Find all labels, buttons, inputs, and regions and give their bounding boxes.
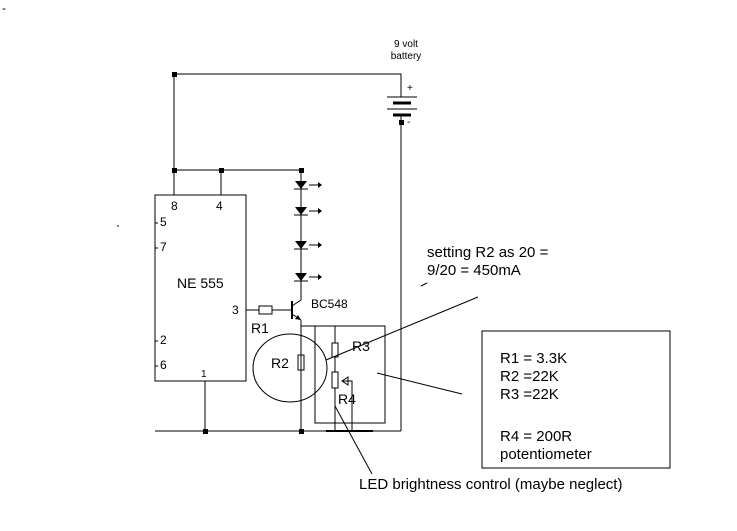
- battery-label-line1: 9 volt: [394, 39, 418, 50]
- pin-4-label: 4: [216, 199, 223, 213]
- pin-1-label: 1: [201, 369, 207, 380]
- battery-plus-label: +: [407, 83, 413, 94]
- chip-name: NE 555: [177, 275, 224, 291]
- junction-dots: [172, 72, 404, 434]
- unconnected-pin-ticks: [117, 222, 158, 367]
- value-r4-desc: potentiometer: [500, 446, 592, 463]
- brightness-note: LED brightness control (maybe neglect): [359, 476, 622, 493]
- value-r1: R1 = 3.3K: [500, 350, 567, 367]
- setting-note-line2: 9/20 = 450mA: [427, 262, 521, 279]
- pin-7-label: 7: [160, 240, 167, 254]
- potentiometer-wiper-arrow: [341, 376, 349, 386]
- value-r2: R2 =22K: [500, 368, 559, 385]
- pin-8-label: 8: [171, 199, 178, 213]
- led-4: [294, 273, 322, 282]
- led-1: [294, 181, 322, 190]
- ne555-chip: [154, 194, 247, 382]
- r3-r4-box: [314, 325, 386, 424]
- r4-potentiometer: [331, 371, 339, 389]
- battery-symbol: [387, 96, 417, 117]
- r2-highlight-circle: [252, 333, 328, 403]
- bc548-transistor: [291, 299, 302, 321]
- circuit-wires: [155, 73, 402, 432]
- r1-label: R1: [251, 320, 269, 336]
- values-box: [481, 330, 671, 469]
- annotation-pointers: [325, 282, 479, 475]
- corner-mark: -: [2, 1, 6, 15]
- led-2: [294, 207, 322, 216]
- battery-minus-label: -: [407, 117, 410, 128]
- pin-5-label: 5: [160, 215, 167, 229]
- value-r4: R4 = 200R: [500, 428, 572, 445]
- r1-resistor: [258, 305, 273, 315]
- pin-2-label: 2: [160, 333, 167, 347]
- r2-label: R2: [271, 355, 289, 371]
- led-3: [294, 241, 322, 250]
- battery-label-line2: battery: [391, 51, 422, 62]
- r4-label: R4: [338, 391, 356, 407]
- pin-6-label: 6: [160, 358, 167, 372]
- transistor-label: BC548: [311, 297, 348, 311]
- pin-3-label: 3: [232, 303, 239, 317]
- r2-resistor: [297, 354, 305, 371]
- value-r3: R3 =22K: [500, 386, 559, 403]
- setting-note-line1: setting R2 as 20 =: [427, 244, 549, 261]
- r3-resistor: [331, 342, 339, 358]
